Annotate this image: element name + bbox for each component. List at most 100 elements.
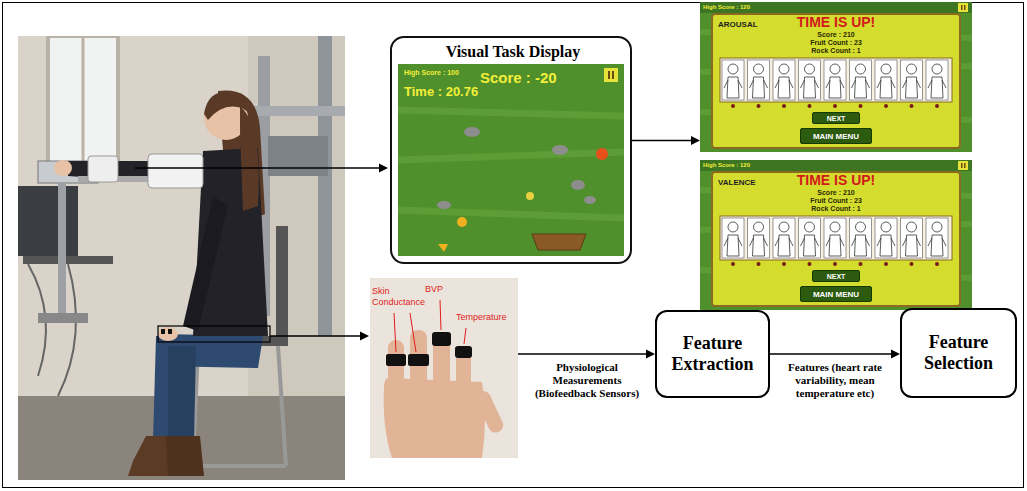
subject-photo: [18, 36, 345, 480]
leader-arrow-part: [158, 326, 270, 342]
subject-photo-part: [276, 226, 288, 346]
subject-photo-part: [148, 154, 203, 188]
node-text: Fruit Count : 23: [700, 197, 972, 205]
sensor-hand-photo-part: [455, 346, 472, 358]
leader-arrow-part: [379, 164, 388, 173]
game-art-part: [398, 64, 624, 256]
subject-photo-part: [88, 156, 118, 182]
subject-photo-part: [48, 36, 118, 176]
node-text: High Score : 120: [703, 3, 813, 11]
arrow-head: [691, 136, 700, 145]
node-text: Score : -20: [480, 69, 610, 86]
sensor-hand-photo-part: [473, 389, 505, 435]
arrow-head: [891, 350, 900, 359]
connector-line: [770, 353, 892, 355]
subject-photo-part: [38, 313, 88, 323]
process-box: Feature Selection: [900, 308, 1017, 398]
subject-photo-part: [58, 183, 66, 313]
arrow-head: [646, 350, 655, 359]
result-screen-art: [700, 2, 972, 152]
node-text: TIME IS UP!: [700, 15, 972, 29]
game-art-part: [584, 196, 596, 204]
node-text: Feature Selection: [908, 332, 1009, 373]
process-box: Feature Extraction: [655, 310, 770, 398]
connector: [518, 350, 655, 359]
panel-box: Visual Task DisplayHigh Score : 100Score…: [390, 36, 632, 264]
connector-line: [518, 353, 647, 355]
node-text: Fruit Count : 23: [700, 39, 972, 47]
button: MAIN MENU: [800, 128, 872, 144]
subject-photo-part: [28, 264, 76, 396]
subject-photo-part: [23, 256, 113, 264]
game-screen: High Score : 100Score : -20Time : 20.76: [400, 66, 626, 258]
node-text: TIME IS UP!: [700, 173, 972, 187]
subject-photo-part: [166, 436, 204, 476]
connector: [632, 136, 700, 145]
game-art-part: [457, 217, 467, 227]
node-text: Rock Count : 1: [700, 205, 972, 213]
leader-arrow-part: [360, 332, 369, 341]
node-text: Score : 210: [700, 31, 972, 39]
sensor-hand-photo-part: [432, 332, 451, 346]
node-text: MAIN MENU: [813, 290, 859, 299]
subject-photo-part: [183, 196, 228, 331]
node-text: Temperature: [456, 312, 516, 323]
game-art: [398, 64, 624, 256]
subject-photo-part: [168, 346, 196, 441]
game-art-part: [464, 127, 480, 137]
subject-photo-part: [318, 36, 332, 336]
sensor-hand-photo-part: [386, 354, 406, 366]
game-art-part: [552, 145, 568, 155]
leader-arrow-part: [135, 167, 380, 169]
subject-photo-part: [18, 186, 78, 256]
leader-arrow: [158, 326, 369, 342]
subject-photo-part: [18, 36, 345, 480]
subject-photo-part: [168, 329, 172, 334]
leader-arrow-part: [270, 335, 361, 337]
node-text: NEXT: [827, 114, 846, 123]
node-text: BVP: [425, 284, 455, 295]
subject-photo-part: [240, 106, 259, 211]
game-art-part: [532, 234, 586, 250]
node-text: Rock Count : 1: [700, 47, 972, 55]
game-art-part: [438, 244, 448, 252]
button: MAIN MENU: [800, 286, 872, 302]
sensor-hand-photo: [370, 278, 518, 458]
edge-label: Physiological Measurements (Biofeedback …: [526, 361, 648, 401]
node-text: Skin Conductance: [372, 286, 430, 308]
game-art-part: [571, 180, 585, 190]
node-text: High Score : 120: [703, 161, 813, 169]
game-art-part: [604, 68, 618, 82]
game-art-part: [526, 192, 534, 200]
game-art-part: [612, 71, 614, 79]
sensor-hand-photo-part: [370, 278, 518, 458]
subject-photo-part: [158, 327, 178, 341]
node-text: Time : 20.76: [404, 84, 534, 99]
leader-arrow: [135, 164, 388, 173]
node-text: MAIN MENU: [813, 132, 859, 141]
subject-photo-part: [82, 36, 85, 176]
sensor-hand-photo-part: [394, 300, 466, 352]
node-text: Visual Task Display: [392, 43, 634, 61]
button: NEXT: [812, 112, 860, 124]
node-text: VALENCE: [718, 178, 788, 187]
sensor-photo: Skin ConductanceBVP Temperature: [370, 278, 518, 458]
node-text: NEXT: [827, 272, 846, 281]
subject-photo-part: [54, 160, 72, 176]
game-art-part: [437, 201, 451, 209]
result-screen: High Score : 120VALENCETIME IS UP! Score …: [700, 160, 972, 310]
button: NEXT: [812, 270, 860, 282]
subject-photo-part: [161, 329, 165, 334]
subject-photo-part: [268, 136, 328, 176]
game-art-part: [398, 110, 624, 218]
edge-label: Features (heart rate variability, mean t…: [774, 361, 896, 401]
game-art-part: [596, 148, 608, 160]
node-text: AROUSAL: [718, 20, 788, 29]
node-text: Feature Extraction: [663, 333, 762, 374]
subject-photo-part: [48, 36, 118, 176]
sensor-hand-photo-part: [408, 354, 429, 366]
game-art-part: [608, 71, 610, 79]
node-text: Score : 210: [700, 189, 972, 197]
result-screen: High Score : 120AROUSALTIME IS UP! Score …: [700, 2, 972, 152]
